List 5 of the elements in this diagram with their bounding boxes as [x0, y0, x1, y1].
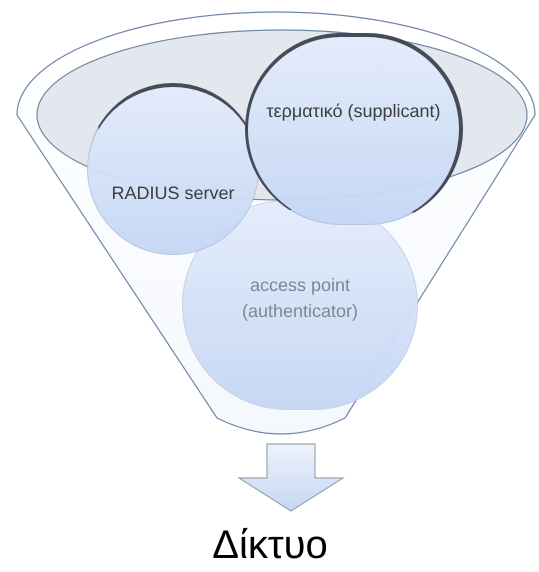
block-arrow — [236, 443, 346, 512]
circle-label: τερματικό (supplicant) — [265, 100, 442, 123]
circle-label: access point (authenticator) — [240, 274, 360, 323]
network-label: Δίκτυο — [212, 522, 328, 568]
circle-label: RADIUS server — [110, 182, 236, 205]
